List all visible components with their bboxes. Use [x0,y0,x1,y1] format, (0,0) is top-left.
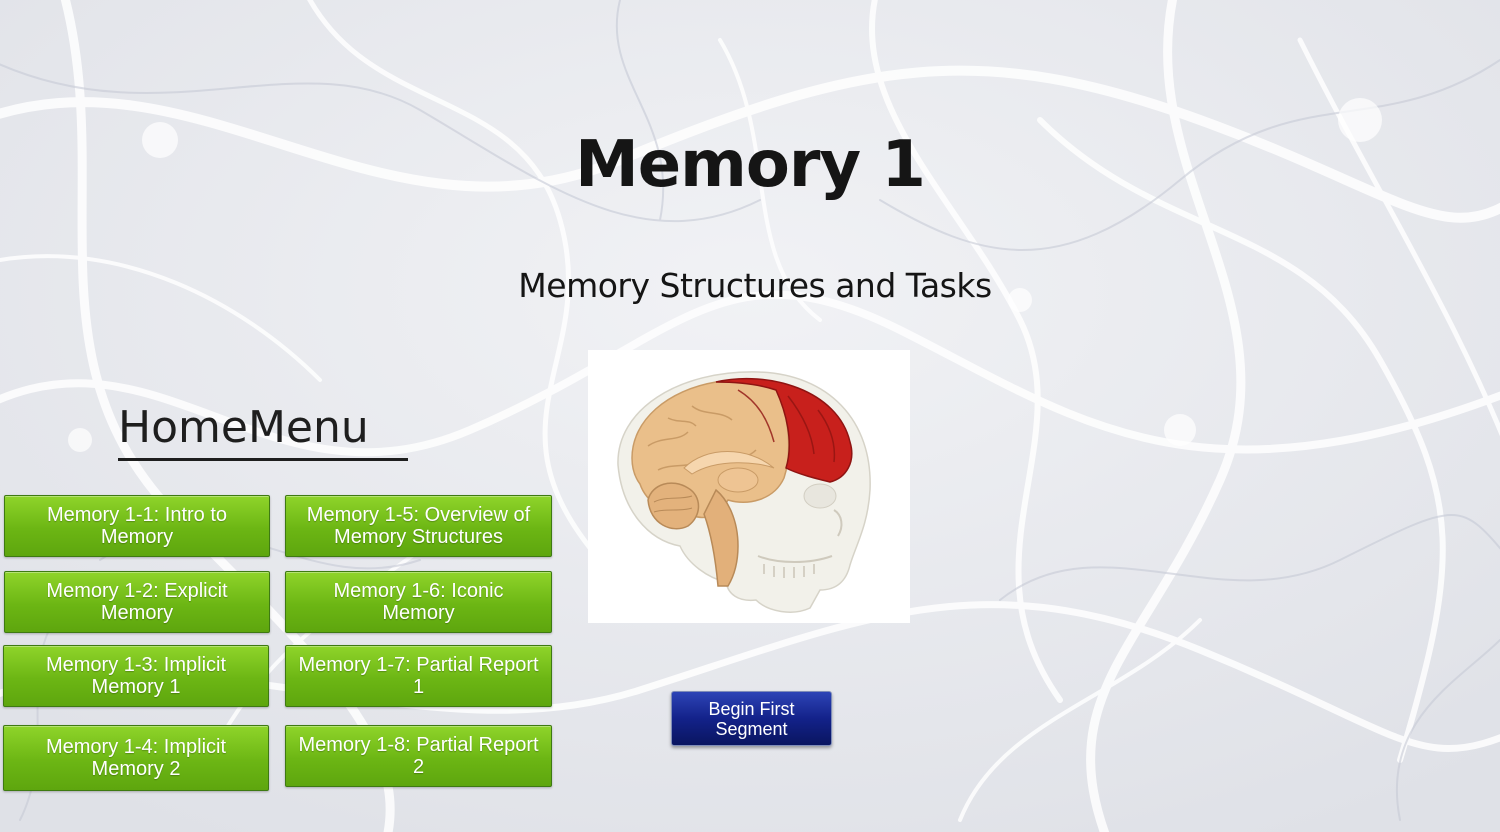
menu-button-memory-1-5[interactable]: Memory 1-5: Overview of Memory Structure… [285,495,552,557]
brain-illustration-panel [588,350,910,623]
home-menu-heading: HomeMenu [118,400,408,461]
menu-button-memory-1-8[interactable]: Memory 1-8: Partial Report 2 [285,725,552,787]
brain-skull-illustration-icon [617,371,871,613]
menu-button-memory-1-3[interactable]: Memory 1-3: Implicit Memory 1 [3,645,269,707]
menu-button-memory-1-7[interactable]: Memory 1-7: Partial Report 1 [285,645,552,707]
menu-button-memory-1-1[interactable]: Memory 1-1: Intro to Memory [4,495,270,557]
page-title: Memory 1 [575,128,926,202]
page-subtitle: Memory Structures and Tasks [518,266,992,305]
menu-button-memory-1-4[interactable]: Memory 1-4: Implicit Memory 2 [3,725,269,791]
menu-button-memory-1-2[interactable]: Memory 1-2: Explicit Memory [4,571,270,633]
begin-first-segment-button[interactable]: Begin First Segment [671,691,832,746]
menu-button-memory-1-6[interactable]: Memory 1-6: Iconic Memory [285,571,552,633]
